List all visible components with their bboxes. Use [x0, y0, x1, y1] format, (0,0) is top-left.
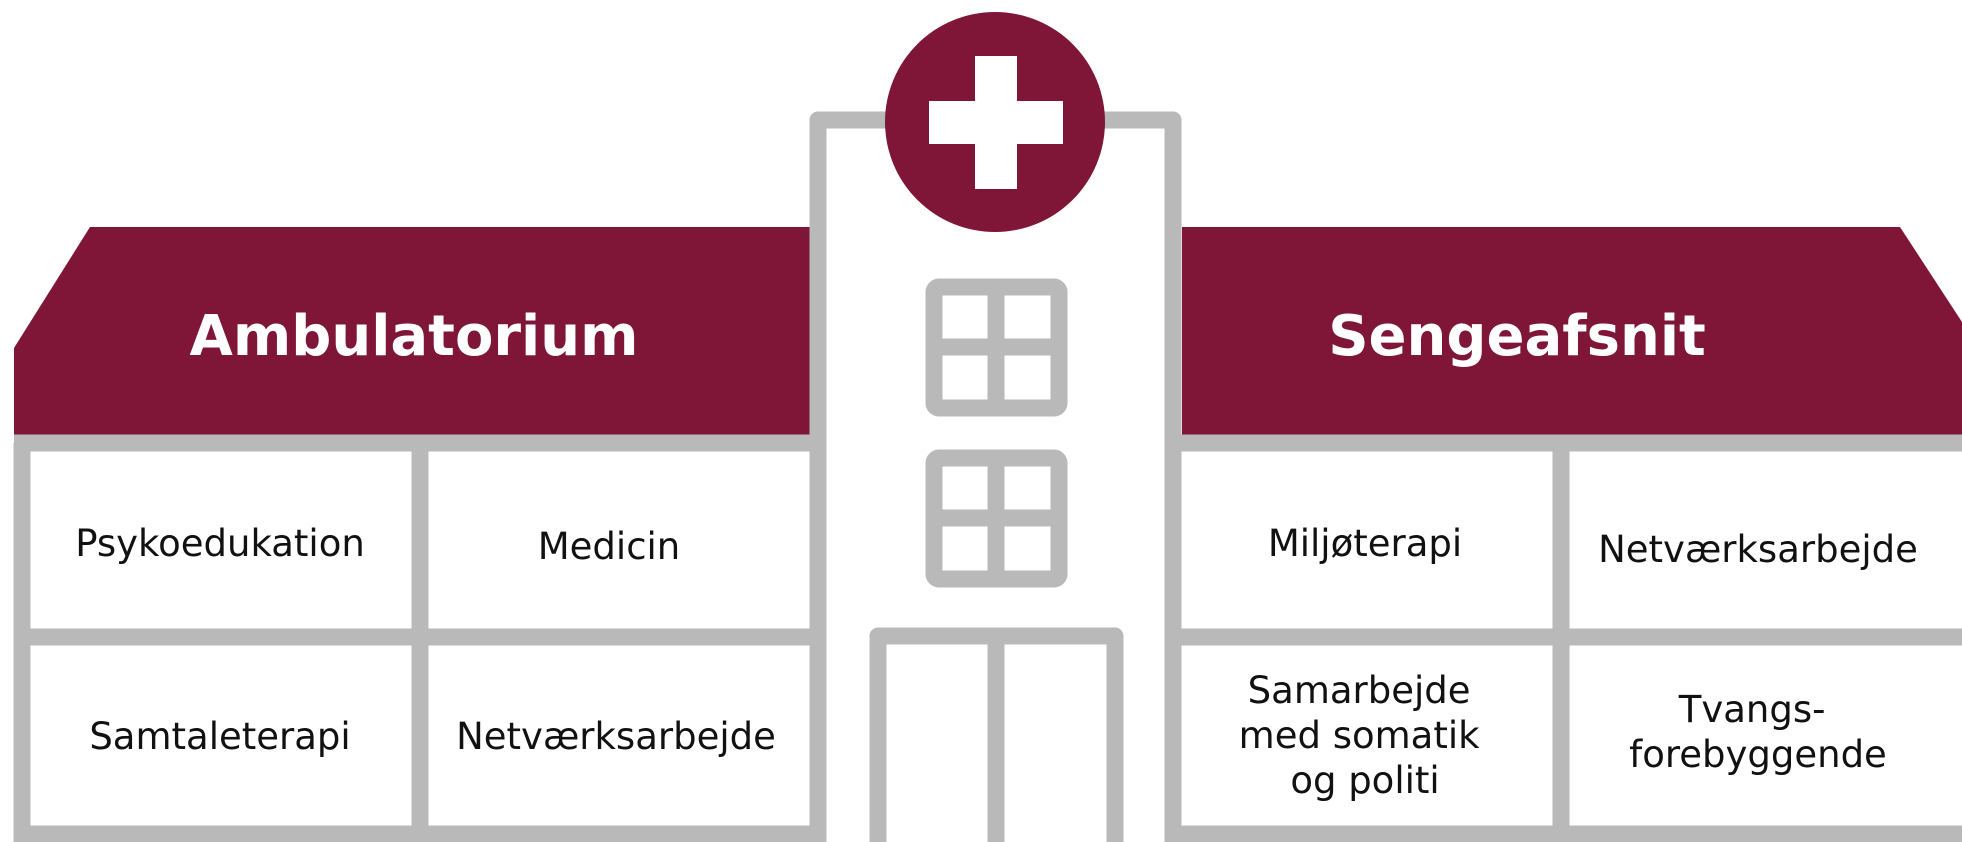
- right-cell-4: Tvangs- forebyggende: [1629, 688, 1887, 776]
- right-wing: Sengeafsnit Miljøterapi Netværksarbejde …: [1175, 227, 1962, 842]
- left-grid: [13, 434, 817, 842]
- right-grid: [1175, 434, 1962, 842]
- left-cell-1: Psykoedukation: [75, 522, 365, 565]
- left-roof: [14, 227, 810, 435]
- left-cell-2: Medicin: [538, 525, 681, 568]
- right-cell-1: Miljøterapi: [1268, 522, 1462, 565]
- right-cell-3: Samarbejde med somatik og politi: [1239, 669, 1492, 802]
- left-wing-title: Ambulatorium: [190, 304, 639, 369]
- left-cell-3: Samtaleterapi: [89, 715, 350, 758]
- right-cell-2: Netværksarbejde: [1598, 528, 1918, 571]
- left-cell-4: Netværksarbejde: [456, 715, 776, 758]
- right-roof: [1182, 227, 1962, 435]
- left-wing: Ambulatorium Psykoedukation Medicin Samt…: [13, 227, 817, 842]
- medical-cross-icon: [885, 12, 1105, 232]
- right-wing-title: Sengeafsnit: [1328, 304, 1706, 369]
- cross-horizontal: [929, 101, 1063, 144]
